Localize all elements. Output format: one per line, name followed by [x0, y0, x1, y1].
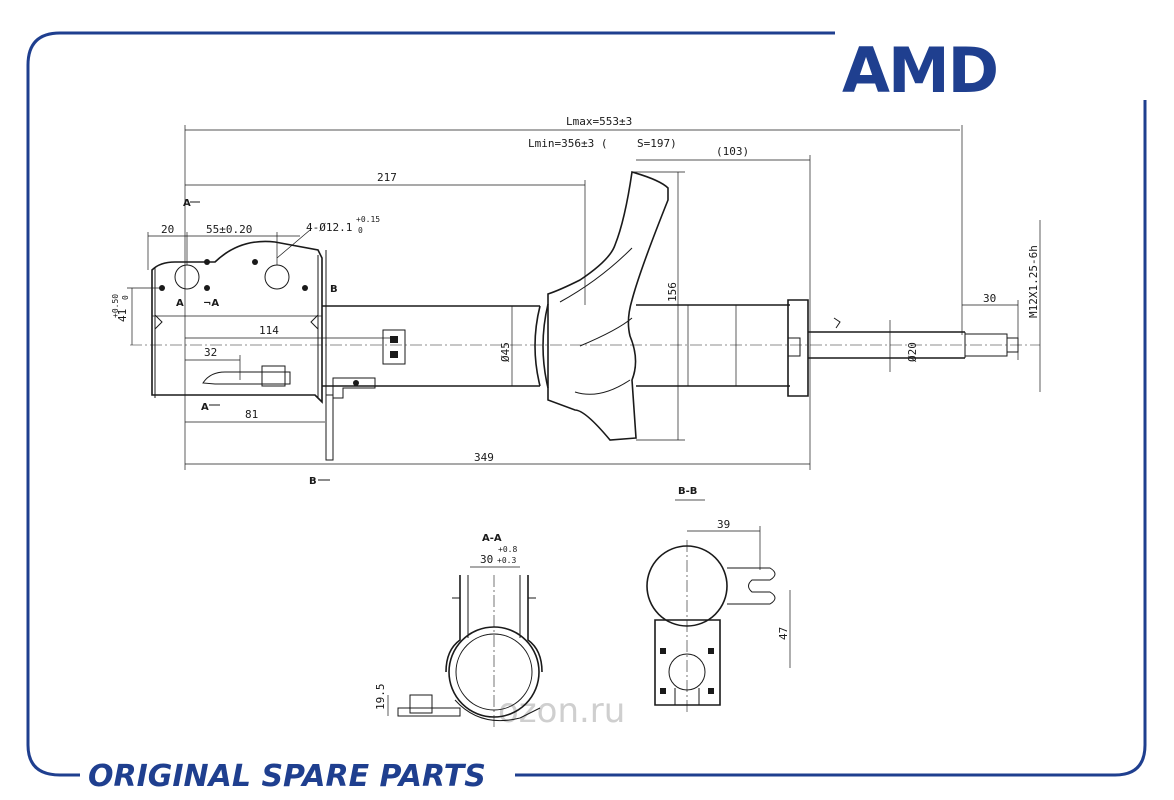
dim-lmax: Lmax=553±3 [566, 115, 632, 128]
dim-103: (103) [716, 145, 749, 158]
dim-349: 349 [474, 451, 494, 464]
watermark: ozon.ru [498, 691, 625, 731]
section-bb-view [646, 526, 791, 715]
section-mark-a-mid: A [176, 298, 184, 309]
dim-lmin: Lmin=356±3 ( [528, 137, 607, 150]
dim-156: 156 [666, 282, 679, 302]
section-aa-tol-top: +0.8 [498, 545, 517, 554]
dim-32: 32 [204, 346, 217, 359]
section-bb-title: B-B [678, 486, 697, 497]
dim-217: 217 [377, 171, 397, 184]
dim-55: 55±0.20 [206, 223, 252, 236]
dim-holes-tol-top: +0.15 [356, 215, 380, 224]
dim-20-rod: Ø20 [906, 342, 919, 362]
dimension-lines [127, 125, 1041, 470]
dim-thread: M12X1.25-6h [1027, 245, 1040, 318]
section-aa-view [387, 566, 543, 730]
dim-stroke: S=197) [637, 137, 677, 150]
section-aa-width: 30 [480, 553, 493, 566]
brand-tagline: ORIGINAL SPARE PARTS [88, 759, 486, 794]
section-aa-height: 19.5 [374, 684, 387, 711]
section-mark-a-top: A [183, 198, 191, 209]
dim-81: 81 [245, 408, 258, 421]
dim-45: Ø45 [499, 342, 512, 362]
dim-41-tol-bot: 0 [121, 295, 130, 300]
section-mark-a-bottom: A [201, 402, 209, 413]
section-bb-width: 39 [717, 518, 730, 531]
section-aa-title: A-A [482, 533, 502, 544]
dim-holes: 4-Ø12.1 [306, 221, 352, 234]
strut-main-view [130, 170, 1040, 461]
section-mark-b-bottom: B [309, 476, 317, 487]
brand-logo: AMD [842, 34, 997, 107]
dim-41: 41 [116, 309, 129, 322]
sheet-frame [26, 31, 1147, 777]
section-mark-a-arrow: ¬A [203, 298, 219, 309]
section-aa-tol-bot: +0.3 [497, 556, 516, 565]
dim-114: 114 [259, 324, 279, 337]
section-bb-height: 47 [777, 627, 790, 640]
dim-30: 30 [983, 292, 996, 305]
section-mark-b-top: B [330, 284, 338, 295]
dim-41-tol-top: +0.50 [111, 294, 120, 318]
dim-20: 20 [161, 223, 174, 236]
dim-holes-tol-bot: 0 [358, 226, 363, 235]
